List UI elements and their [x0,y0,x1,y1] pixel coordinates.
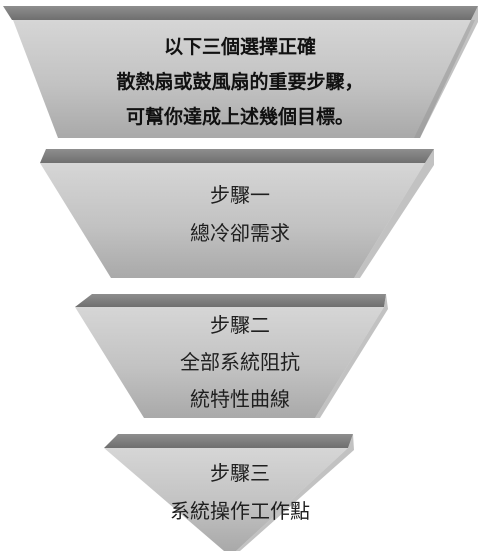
step-1-text: 步驟一 總冷卻需求 [0,176,480,252]
section-top-band [75,294,386,307]
funnel-section-step-3 [104,434,354,551]
section-top-band [40,149,434,163]
intro-line-2: 散熱扇或鼓風扇的重要步驟， [116,71,364,93]
step-2-text: 步驟二 全部系統阻抗 統特性曲線 [0,307,480,418]
section-right-shade [354,149,434,278]
section-body [104,448,348,551]
step-3-line-1: 系統操作工作點 [170,499,310,523]
section-right-shade [414,6,478,138]
step-2-heading: 步驟二 [210,313,270,337]
funnel-section-step-2 [75,294,388,418]
step-1-heading: 步驟一 [210,183,270,207]
funnel-section-intro [3,6,478,138]
funnel-section-step-1 [40,149,434,278]
section-body [40,163,425,278]
section-body [75,307,384,418]
intro-line-1: 以下三個選擇正確 [163,36,316,58]
intro-text: 以下三個選擇正確 散熱扇或鼓風扇的重要步驟， 可幫你達成上述幾個目標。 [0,30,480,135]
section-body [13,20,475,138]
step-2-line-2: 統特性曲線 [190,387,290,411]
step-3-heading: 步驟三 [210,461,270,485]
section-top-band [3,6,478,20]
step-1-line-1: 總冷卻需求 [190,221,290,245]
step-2-line-1: 全部系統阻抗 [180,350,300,374]
intro-line-3: 可幫你達成上述幾個目標。 [125,106,354,128]
section-top-band [104,434,353,448]
step-3-text: 步驟三 系統操作工作點 [0,454,480,530]
